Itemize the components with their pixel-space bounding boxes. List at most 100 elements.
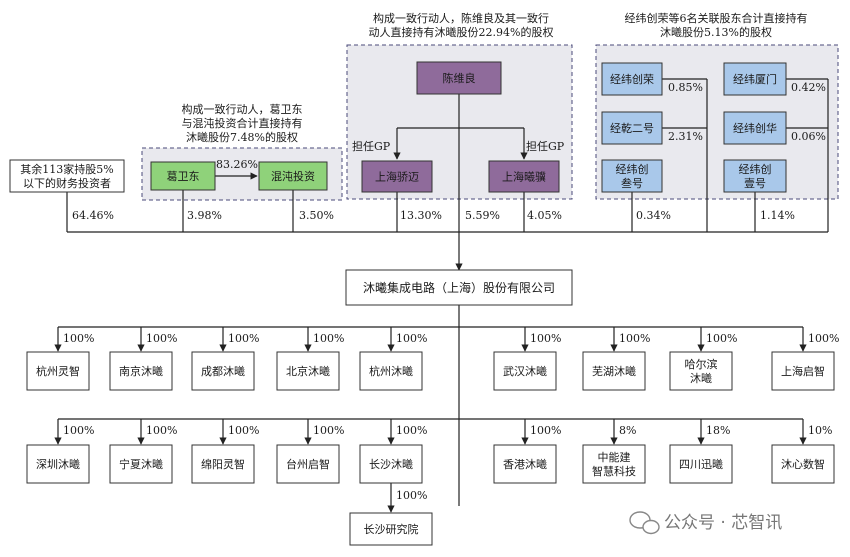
sub-row2-6 bbox=[582, 444, 646, 484]
box-shanghai-xiqi-label: 上海曦骥 bbox=[502, 169, 546, 183]
sub-row2-4 bbox=[359, 444, 423, 484]
sub-row1-1 bbox=[109, 351, 173, 391]
sub-row2-3 bbox=[276, 444, 340, 484]
pct-row2-6: 8% bbox=[619, 424, 636, 437]
box-changsha-institute-label: 长沙研究院 bbox=[364, 522, 419, 536]
box-changsha-institute bbox=[349, 512, 433, 546]
sub-row1-5 bbox=[493, 351, 557, 391]
pct-row1-1: 100% bbox=[146, 332, 177, 345]
sub-row1-7-label: 沐曦 bbox=[690, 371, 712, 385]
role-qiaomai: 担任GP bbox=[352, 139, 391, 153]
box-other-investors bbox=[9, 159, 125, 193]
box-jingwei-3 bbox=[723, 111, 787, 145]
pct-row2-8: 10% bbox=[808, 424, 832, 437]
pct-jingwei-2: 2.31% bbox=[668, 130, 703, 143]
box-shanghai-qiaomai bbox=[361, 160, 433, 193]
pct-xiqi: 4.05% bbox=[527, 209, 562, 222]
sub-row2-1-label: 宁夏沐曦 bbox=[119, 457, 163, 471]
role-xiqi: 担任GP bbox=[526, 139, 565, 153]
sub-row1-1-label: 南京沐曦 bbox=[119, 364, 163, 378]
sub-row1-2-label: 成都沐曦 bbox=[201, 364, 245, 378]
sub-row1-5-label: 武汉沐曦 bbox=[503, 364, 547, 378]
box-jingwei-2-label: 经乾二号 bbox=[610, 122, 654, 135]
pct-row1-0: 100% bbox=[63, 332, 94, 345]
group-jingwei-note: 沐曦股份5.13%的股权 bbox=[660, 25, 772, 39]
sub-row2-2 bbox=[191, 444, 255, 484]
group-ge-note: 沐曦股份7.48%的股权 bbox=[186, 130, 298, 144]
watermark bbox=[629, 511, 660, 535]
sub-row1-4-label: 杭州沐曦 bbox=[369, 364, 413, 378]
sub-row1-6 bbox=[582, 351, 646, 391]
box-jingwei-0 bbox=[601, 62, 663, 96]
sub-row2-0-label: 深圳沐曦 bbox=[36, 457, 80, 471]
box-jingwei-5-label: 壹号 bbox=[744, 177, 766, 190]
sub-row2-1 bbox=[109, 444, 173, 484]
box-chen-weiliang-label: 陈维良 bbox=[443, 71, 476, 85]
pct-row1-4: 100% bbox=[396, 332, 427, 345]
sub-row2-4-label: 长沙沐曦 bbox=[369, 457, 413, 471]
group-ge-note: 与混沌投资合计直接持有 bbox=[182, 116, 303, 130]
sub-row2-5-label: 香港沐曦 bbox=[503, 457, 547, 471]
sub-row2-0 bbox=[26, 444, 90, 484]
box-jingwei-1 bbox=[723, 62, 787, 96]
group-chen-note: 构成一致行动人，陈维良及其一致行 bbox=[373, 11, 549, 25]
box-hundun bbox=[258, 161, 328, 191]
sub-row2-7-label: 四川迅曦 bbox=[679, 457, 723, 471]
group-ge-note: 构成一致行动人，葛卫东 bbox=[182, 102, 303, 116]
pct-jingwei-0: 0.85% bbox=[668, 81, 703, 94]
sub-row1-8 bbox=[771, 351, 835, 391]
sub-row2-6-label: 中能建 bbox=[598, 450, 631, 464]
pct-row2-4: 100% bbox=[396, 424, 427, 437]
pct-jingwei-3: 0.06% bbox=[791, 130, 826, 143]
pct-row1-2: 100% bbox=[228, 332, 259, 345]
box-chen-weiliang bbox=[416, 61, 502, 95]
pct-row2-7: 18% bbox=[706, 424, 730, 437]
sub-row1-3-label: 北京沐曦 bbox=[286, 364, 330, 378]
sub-row1-7 bbox=[669, 351, 733, 391]
box-company-label: 沐曦集成电路（上海）股份有限公司 bbox=[363, 280, 555, 295]
sub-row1-0 bbox=[26, 351, 90, 391]
pct-row2-5: 100% bbox=[530, 424, 561, 437]
sub-row2-5 bbox=[493, 444, 557, 484]
sub-row2-3-label: 台州启智 bbox=[286, 457, 330, 471]
group-chen-note: 动人直接持有沐曦股份22.94%的股权 bbox=[369, 25, 554, 39]
box-jingwei-1-label: 经纬厦门 bbox=[733, 72, 777, 86]
pct-ge: 3.98% bbox=[187, 209, 222, 222]
sub-row2-6-label: 智慧科技 bbox=[592, 464, 636, 478]
sub-row1-8-label: 上海启智 bbox=[781, 364, 825, 378]
box-ge-weidong-label: 葛卫东 bbox=[167, 170, 200, 183]
box-shanghai-xiqi bbox=[488, 160, 560, 193]
box-company bbox=[345, 269, 573, 306]
box-jingwei-4-label: 经纬创 bbox=[616, 163, 649, 176]
box-ge-weidong bbox=[150, 161, 216, 191]
pct-row1-7: 100% bbox=[706, 332, 737, 345]
pct-row1-8: 100% bbox=[808, 332, 839, 345]
wechat-icon-bubble bbox=[642, 519, 660, 535]
pct-hundun: 3.50% bbox=[299, 209, 334, 222]
watermark-text: 公众号 · 芯智讯 bbox=[664, 513, 782, 533]
pct-other: 64.46% bbox=[72, 209, 114, 222]
sub-row1-3 bbox=[276, 351, 340, 391]
sub-row1-2 bbox=[191, 351, 255, 391]
pct-changsha-institute: 100% bbox=[396, 489, 427, 502]
box-jingwei-5-label: 经纬创 bbox=[739, 163, 772, 176]
sub-row2-2-label: 绵阳灵智 bbox=[201, 457, 245, 471]
box-jingwei-2 bbox=[601, 111, 663, 145]
pct-row1-3: 100% bbox=[313, 332, 344, 345]
pct-ge-hundun: 83.26% bbox=[216, 158, 258, 171]
box-jingwei-4-label: 叁号 bbox=[621, 176, 643, 190]
pct-jingwei-5: 1.14% bbox=[760, 209, 795, 222]
pct-row2-3: 100% bbox=[313, 424, 344, 437]
sub-row1-4 bbox=[359, 351, 423, 391]
sub-row1-0-label: 杭州灵智 bbox=[36, 364, 80, 378]
box-jingwei-5 bbox=[723, 159, 787, 193]
box-hundun-label: 混沌投资 bbox=[271, 169, 315, 183]
pct-row2-0: 100% bbox=[63, 424, 94, 437]
pct-row2-2: 100% bbox=[228, 424, 259, 437]
pct-qiaomai: 13.30% bbox=[400, 209, 442, 222]
box-jingwei-3-label: 经纬创华 bbox=[733, 121, 777, 135]
sub-row1-6-label: 芜湖沐曦 bbox=[592, 364, 636, 378]
pct-row1-5: 100% bbox=[530, 332, 561, 345]
pct-jingwei-4: 0.34% bbox=[636, 209, 671, 222]
